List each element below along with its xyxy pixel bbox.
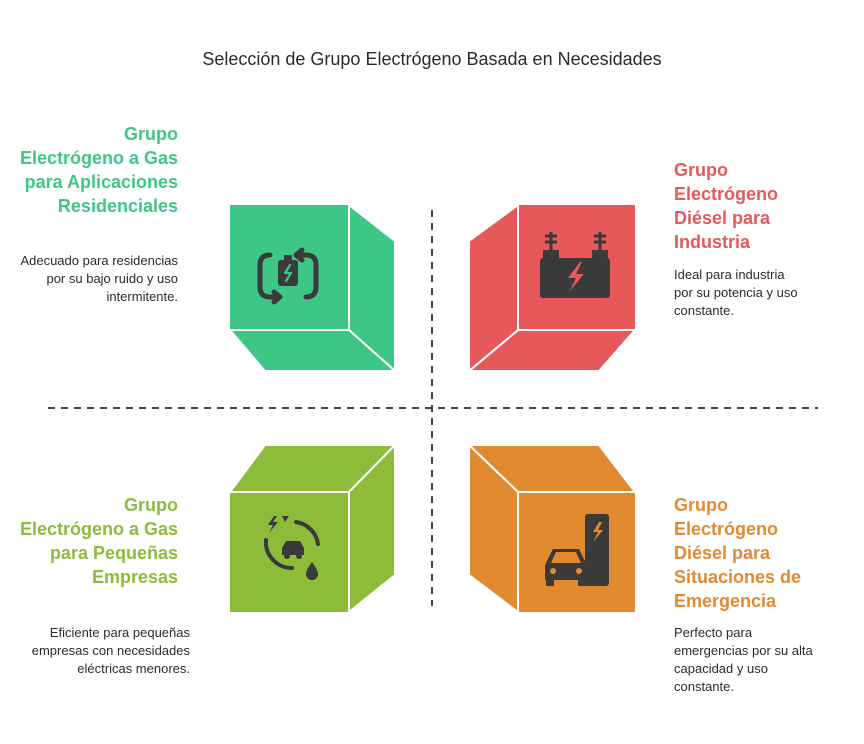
cube-bottom-right [466, 442, 638, 615]
eco-car-cycle-icon [263, 516, 320, 580]
heading-top-right: Grupo Electrógeno Diésel para Industria [674, 160, 779, 252]
heading-bottom-left: Grupo Electrógeno a Gas para Pequeñas Em… [19, 495, 178, 587]
description-bottom-right: Perfecto para emergencias por su alta ca… [674, 625, 813, 694]
description-top-right: Ideal para industria por su potencia y u… [674, 267, 798, 318]
battery-recycle-icon [257, 247, 319, 305]
heading-top-left: Grupo Electrógeno a Gas para Aplicacione… [19, 124, 178, 216]
generator-icon [540, 232, 610, 298]
ev-charging-car-icon [545, 514, 609, 586]
heading-bottom-right: Grupo Electrógeno Diésel para Situacione… [674, 495, 802, 611]
cube-top-left [227, 202, 398, 374]
description-bottom-left: Eficiente para pequeñas empresas con nec… [31, 625, 190, 676]
diagram-title: Selección de Grupo Electrógeno Basada en… [202, 49, 662, 69]
cube-bottom-left [228, 442, 398, 615]
description-top-left: Adecuado para residencias por su bajo ru… [20, 253, 178, 304]
